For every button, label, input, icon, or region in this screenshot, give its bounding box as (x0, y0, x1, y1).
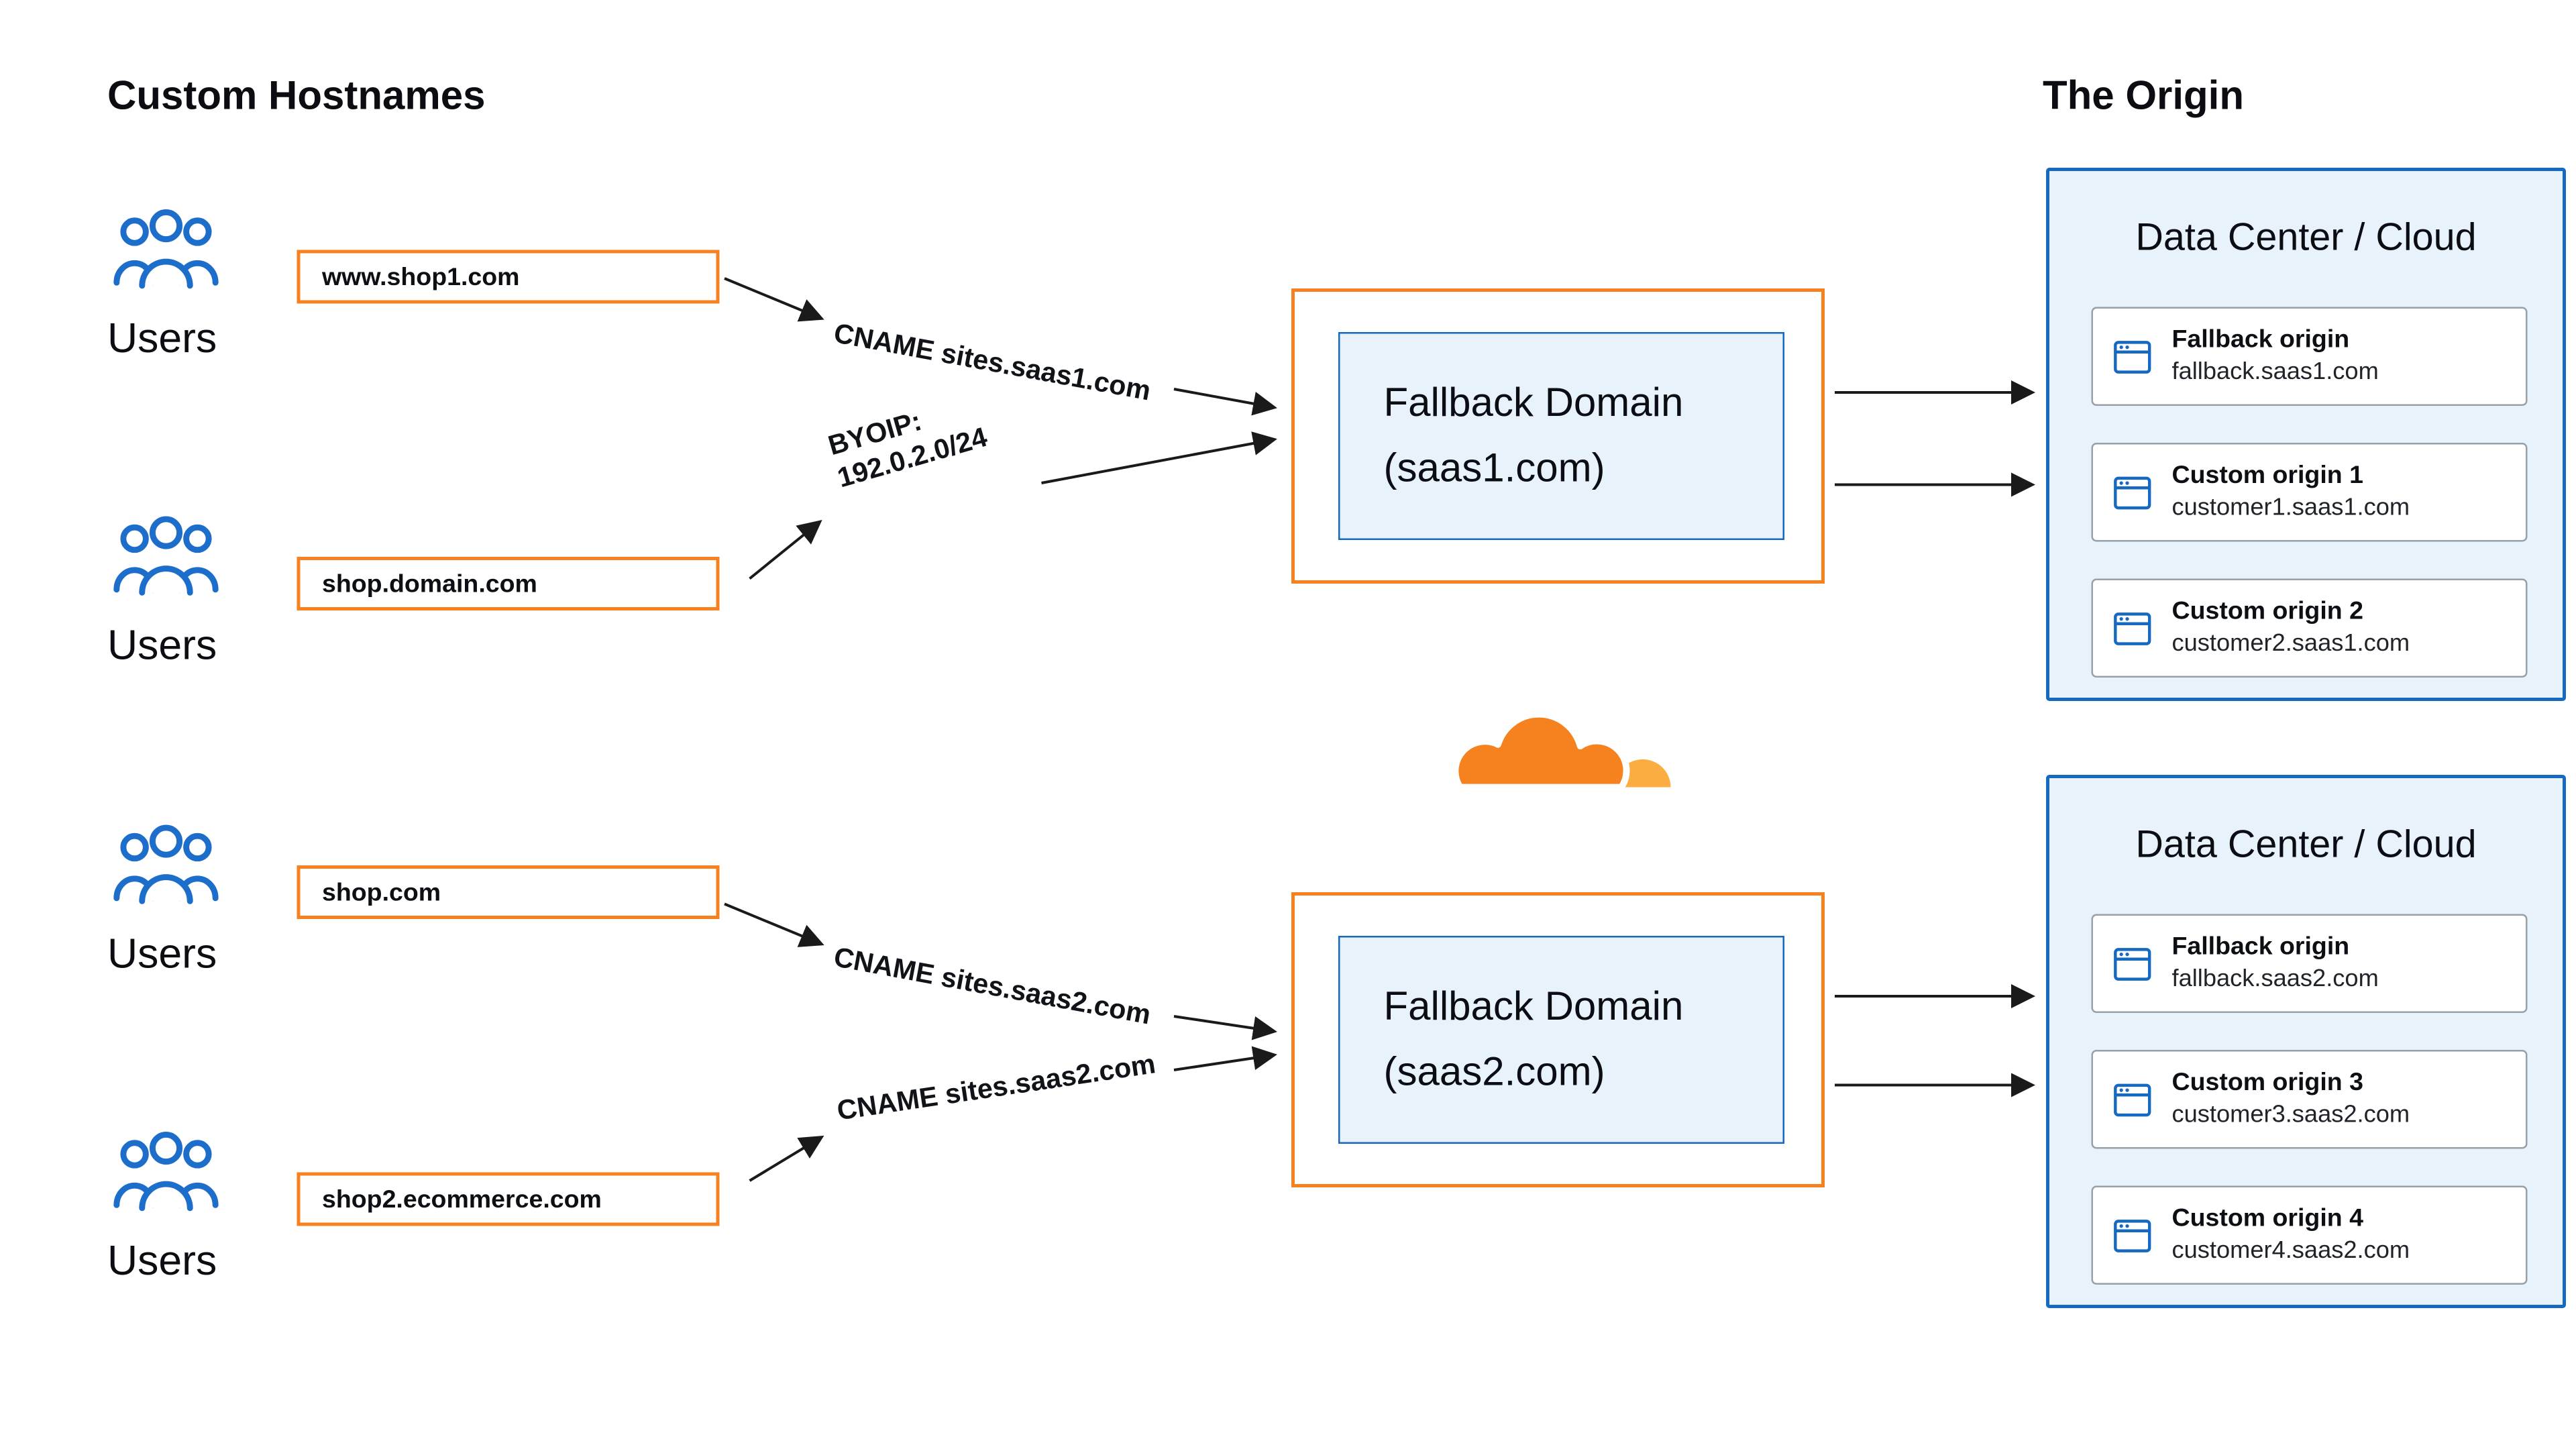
fallback-domain-host: (saas1.com) (1383, 446, 1605, 492)
origin-card-custom-4: Custom origin 4 customer4.saas2.com (2091, 1185, 2528, 1285)
users-label: Users (107, 930, 217, 978)
origin-name: Custom origin 1 (2171, 461, 2363, 490)
origin-host: fallback.saas2.com (2171, 966, 2379, 993)
data-center-panel-2: Data Center / Cloud Fallback origin fall… (2046, 775, 2566, 1308)
users-icon (113, 1131, 219, 1212)
origin-card-custom-2: Custom origin 2 customer2.saas1.com (2091, 578, 2528, 678)
origin-host: customer2.saas1.com (2171, 631, 2410, 657)
data-center-title: Data Center / Cloud (2135, 215, 2477, 258)
fallback-domain-box-saas1: Fallback Domain (saas1.com) (1291, 288, 1825, 584)
hostname-box-shop-domain: shop.domain.com (297, 557, 720, 610)
data-center-title: Data Center / Cloud (2135, 822, 2477, 865)
origin-name: Custom origin 4 (2171, 1204, 2363, 1233)
origin-host: fallback.saas1.com (2171, 359, 2379, 386)
hostname-box-shop1: www.shop1.com (297, 250, 720, 304)
origin-card-fallback-saas2: Fallback origin fallback.saas2.com (2091, 914, 2528, 1013)
users-label: Users (107, 622, 217, 669)
fallback-domain-inner-saas1: Fallback Domain (saas1.com) (1338, 332, 1784, 540)
browser-window-icon (2114, 1218, 2151, 1252)
fallback-domain-title: Fallback Domain (1383, 984, 1684, 1030)
hostname-box-shop2: shop2.ecommerce.com (297, 1172, 720, 1226)
users-label: Users (107, 1238, 217, 1285)
edge-label-cname-saas1: CNAME sites.saas1.com (831, 319, 1153, 407)
origin-host: customer4.saas2.com (2171, 1238, 2410, 1265)
fallback-domain-host: (saas2.com) (1383, 1050, 1605, 1095)
fallback-domain-inner-saas2: Fallback Domain (saas2.com) (1338, 936, 1784, 1144)
origin-card-custom-3: Custom origin 3 customer3.saas2.com (2091, 1050, 2528, 1149)
users-label: Users (107, 315, 217, 362)
fallback-domain-title: Fallback Domain (1383, 380, 1684, 427)
origin-card-fallback-saas1: Fallback origin fallback.saas1.com (2091, 307, 2528, 406)
fallback-domain-box-saas2: Fallback Domain (saas2.com) (1291, 892, 1825, 1187)
the-origin-heading: The Origin (2043, 74, 2244, 119)
origin-name: Fallback origin (2171, 325, 2350, 354)
origin-name: Custom origin 2 (2171, 597, 2363, 626)
edge-label-cname-saas2-lower: CNAME sites.saas2.com (835, 1049, 1158, 1127)
browser-window-icon (2114, 339, 2151, 373)
cloudflare-logo (1452, 710, 1671, 791)
users-icon (113, 824, 219, 904)
browser-window-icon (2114, 947, 2151, 980)
origin-name: Custom origin 3 (2171, 1068, 2363, 1097)
hostname-box-shop: shop.com (297, 865, 720, 919)
origin-host: customer1.saas1.com (2171, 494, 2410, 522)
origin-name: Fallback origin (2171, 932, 2350, 961)
edge-label-byoip: BYOIP: 192.0.2.0/24 (825, 390, 991, 496)
users-icon (113, 516, 219, 596)
browser-window-icon (2114, 1083, 2151, 1116)
edge-label-cname-saas2-upper: CNAME sites.saas2.com (831, 943, 1153, 1031)
origin-card-custom-1: Custom origin 1 customer1.saas1.com (2091, 443, 2528, 542)
data-center-panel-1: Data Center / Cloud Fallback origin fall… (2046, 168, 2566, 701)
custom-hostnames-heading: Custom Hostnames (107, 74, 486, 119)
users-icon (113, 209, 219, 289)
origin-host: customer3.saas2.com (2171, 1102, 2410, 1129)
browser-window-icon (2114, 476, 2151, 509)
browser-window-icon (2114, 611, 2151, 645)
